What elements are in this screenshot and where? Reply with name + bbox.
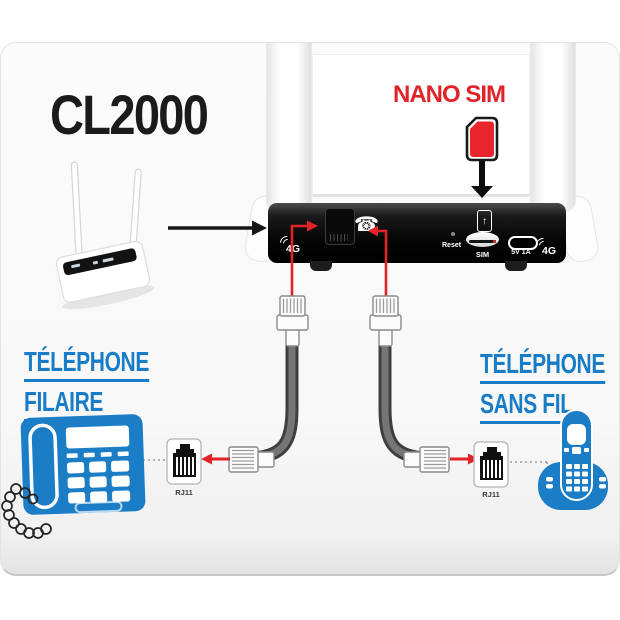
cordless-phone-illustration: [538, 409, 608, 510]
reset-label: Reset: [442, 242, 462, 249]
sim-insert-icon: ↑: [477, 210, 492, 232]
right-antenna: [530, 43, 576, 212]
sim-insert-arrowhead-icon: [471, 186, 493, 198]
sim-slot-label: SIM: [475, 250, 490, 259]
cordless-phone-title: TÉLÉPHONE SANS FIL: [480, 348, 620, 428]
phone-cable-right: [369, 295, 450, 473]
nano-sim-label: NANO SIM: [393, 81, 506, 108]
wired-phone-title: TÉLÉPHONE FILAIRE: [24, 346, 191, 426]
router-back-panel: ☎ Reset ↑ SIM 5V 1A 4G 4G: [268, 203, 566, 263]
signal-4g-label-right: 4G: [533, 235, 556, 257]
small-router-illustration: [55, 161, 155, 310]
red-plug-arrow-left: [201, 453, 230, 465]
sim-insert-arrow-icon: [479, 161, 485, 187]
usb-c-port: [508, 236, 538, 250]
rj11-port: [325, 208, 355, 245]
nano-sim-card-icon: [465, 116, 499, 162]
wired-phone-illustration: [20, 414, 146, 515]
power-rating-label: 5V 1A: [511, 249, 531, 256]
phone-cable-left: [228, 295, 309, 473]
rj11-label-right: RJ11: [482, 490, 500, 499]
rj11-port-pins: [330, 234, 348, 241]
phone-coil-cord: [1, 483, 52, 539]
arrow-right-icon: [168, 220, 267, 236]
router-foot: [310, 261, 332, 271]
red-connection-line-left: [290, 220, 318, 296]
left-antenna: [266, 43, 312, 212]
product-model-title: CL2000: [50, 83, 209, 146]
sim-slot-opening: [469, 240, 496, 243]
dotted-link-right: [510, 461, 548, 471]
red-connection-line-right: [368, 225, 388, 297]
reset-button: [451, 232, 455, 236]
router-foot: [505, 261, 527, 271]
sim-slot-mark: [493, 239, 496, 243]
sim-slot: [466, 232, 499, 247]
rj11-jack-icon-right: [473, 441, 509, 488]
rj11-jack-icon-left: [166, 438, 202, 485]
rj11-label-left: RJ11: [175, 488, 193, 497]
